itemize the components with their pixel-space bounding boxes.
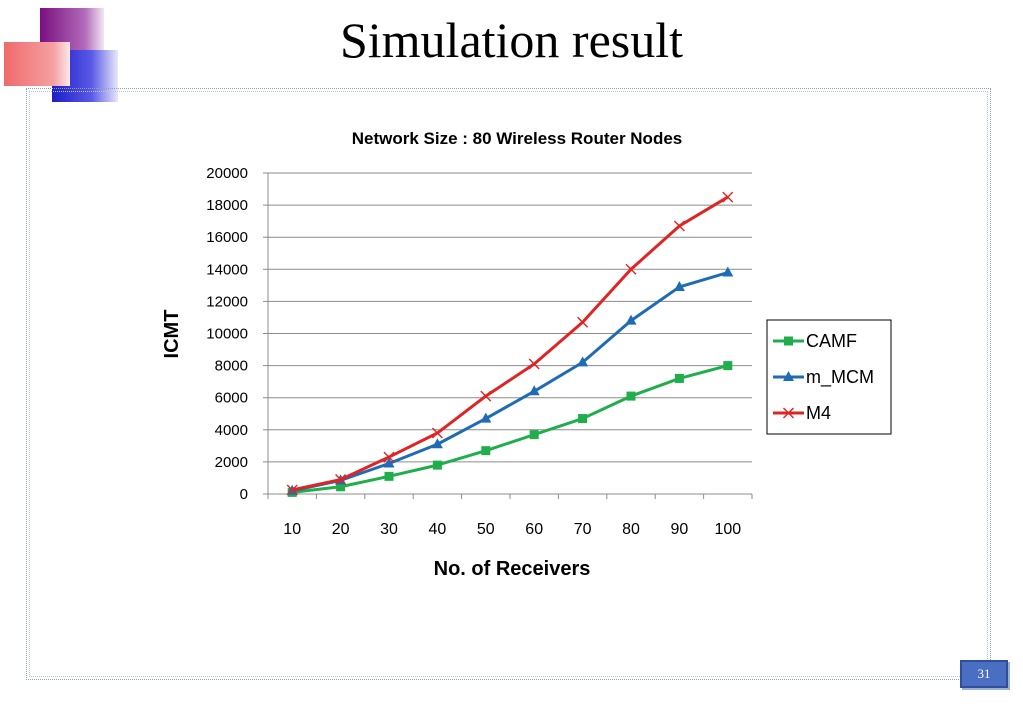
data-point bbox=[577, 356, 589, 367]
x-tick-labels: 10 20 30 40 50 60 70 80 90 100 bbox=[283, 521, 741, 538]
x-tick-label: 30 bbox=[380, 521, 398, 538]
data-point bbox=[625, 314, 637, 325]
y-tick-label: 10000 bbox=[206, 326, 248, 343]
data-point bbox=[625, 263, 637, 275]
y-tick-label: 20000 bbox=[206, 165, 248, 182]
data-point bbox=[673, 220, 685, 232]
data-point bbox=[286, 484, 298, 496]
data-point bbox=[723, 361, 733, 371]
data-point bbox=[481, 446, 491, 456]
data-point bbox=[578, 414, 588, 424]
series-line bbox=[291, 195, 729, 492]
x-tick-label: 20 bbox=[332, 521, 350, 538]
data-point bbox=[529, 430, 539, 440]
y-tick-label: 18000 bbox=[206, 197, 248, 214]
series-line bbox=[291, 271, 729, 493]
series-camf bbox=[287, 361, 733, 497]
data-point bbox=[431, 427, 443, 439]
corner-decoration bbox=[0, 0, 120, 110]
data-point bbox=[383, 457, 395, 468]
data-point bbox=[528, 385, 540, 396]
series-lines bbox=[286, 191, 734, 497]
y-tick-label: 6000 bbox=[215, 390, 248, 407]
y-tick-label: 4000 bbox=[215, 422, 248, 439]
x-tick-label: 90 bbox=[671, 521, 689, 538]
series-m-mcm bbox=[286, 266, 734, 495]
x-tick-label: 50 bbox=[477, 521, 495, 538]
data-point bbox=[783, 407, 794, 419]
data-point bbox=[783, 371, 794, 381]
y-tick-labels: 0 2000 4000 6000 8000 10000 12000 14000 16000 180… bbox=[206, 165, 248, 503]
slide-title: Simulation result bbox=[339, 12, 684, 68]
legend-item: CAMF bbox=[773, 331, 857, 351]
y-tick-label: 0 bbox=[240, 486, 248, 503]
data-point bbox=[431, 438, 443, 449]
legend-label: CAMF bbox=[806, 331, 857, 351]
x-tick-label: 40 bbox=[429, 521, 447, 538]
data-point bbox=[480, 390, 492, 402]
legend-label: M4 bbox=[806, 403, 831, 423]
data-point bbox=[577, 316, 589, 328]
data-point bbox=[722, 266, 734, 277]
x-tick-label: 100 bbox=[714, 521, 741, 538]
data-point bbox=[528, 358, 540, 370]
axes bbox=[263, 172, 753, 499]
data-point bbox=[722, 191, 734, 203]
legend-item: M4 bbox=[773, 403, 831, 423]
gridlines bbox=[268, 172, 752, 463]
series-m4 bbox=[286, 191, 734, 496]
y-tick-label: 14000 bbox=[206, 261, 248, 278]
legend: CAMF m_MCM M4 bbox=[766, 319, 892, 435]
x-tick-label: 10 bbox=[283, 521, 301, 538]
x-tick-label: 70 bbox=[574, 521, 592, 538]
series-line bbox=[292, 364, 729, 494]
data-point bbox=[335, 474, 347, 486]
y-tick-label: 16000 bbox=[206, 229, 248, 246]
data-point bbox=[383, 451, 395, 463]
x-tick-label: 60 bbox=[525, 521, 543, 538]
page-number: 31 bbox=[960, 660, 1008, 688]
data-point bbox=[784, 336, 793, 346]
y-tick-label: 2000 bbox=[215, 454, 248, 471]
y-tick-label: 12000 bbox=[206, 293, 248, 310]
data-point bbox=[384, 471, 394, 481]
y-tick-label: 8000 bbox=[215, 358, 248, 375]
red-square bbox=[4, 42, 70, 86]
data-point bbox=[336, 482, 346, 492]
data-point bbox=[626, 391, 636, 401]
legend-label: m_MCM bbox=[806, 367, 874, 388]
content-frame-inner bbox=[29, 91, 988, 677]
y-axis-label: ICMT bbox=[161, 310, 183, 359]
data-point bbox=[674, 373, 684, 383]
legend-item: m_MCM bbox=[773, 367, 874, 388]
data-point bbox=[480, 412, 492, 423]
data-point bbox=[432, 460, 442, 470]
content-frame bbox=[26, 88, 991, 680]
x-axis-label: No. of Receivers bbox=[434, 558, 591, 580]
x-tick-label: 80 bbox=[622, 521, 640, 538]
chart-title: Network Size : 80 Wireless Router Nodes bbox=[352, 129, 683, 148]
data-point bbox=[673, 280, 685, 291]
